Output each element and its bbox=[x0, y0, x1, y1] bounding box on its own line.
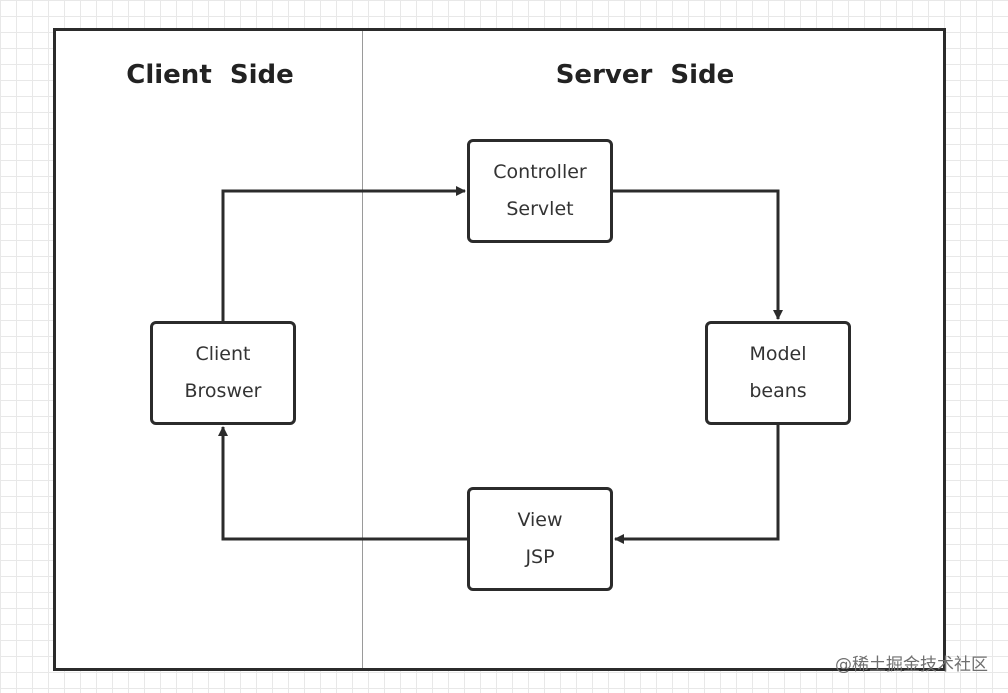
edge-model-to-view bbox=[614, 425, 780, 544]
model-node-line2: beans bbox=[749, 380, 807, 402]
controller-servlet-node: Controller Servlet bbox=[467, 139, 613, 243]
client-browser-node: Client Broswer bbox=[150, 321, 296, 425]
edge-view-to-client bbox=[218, 426, 467, 541]
model-node-line1: Model bbox=[749, 343, 807, 365]
view-jsp-node: View JSP bbox=[467, 487, 613, 591]
edge-controller-to-model bbox=[613, 189, 783, 320]
controller-node-line1: Controller bbox=[493, 161, 587, 183]
client-side-heading: Client Side bbox=[126, 60, 294, 90]
client-node-line1: Client bbox=[195, 343, 251, 365]
view-node-line1: View bbox=[517, 509, 563, 531]
edge-client-to-controller bbox=[221, 186, 466, 321]
client-node-line2: Broswer bbox=[184, 380, 262, 402]
model-beans-node: Model beans bbox=[705, 321, 851, 425]
view-node-line2: JSP bbox=[525, 546, 555, 568]
client-server-divider bbox=[362, 31, 363, 668]
watermark-text: @稀土掘金技术社区 bbox=[835, 655, 988, 675]
controller-node-line2: Servlet bbox=[506, 198, 574, 220]
server-side-heading: Server Side bbox=[555, 60, 735, 90]
